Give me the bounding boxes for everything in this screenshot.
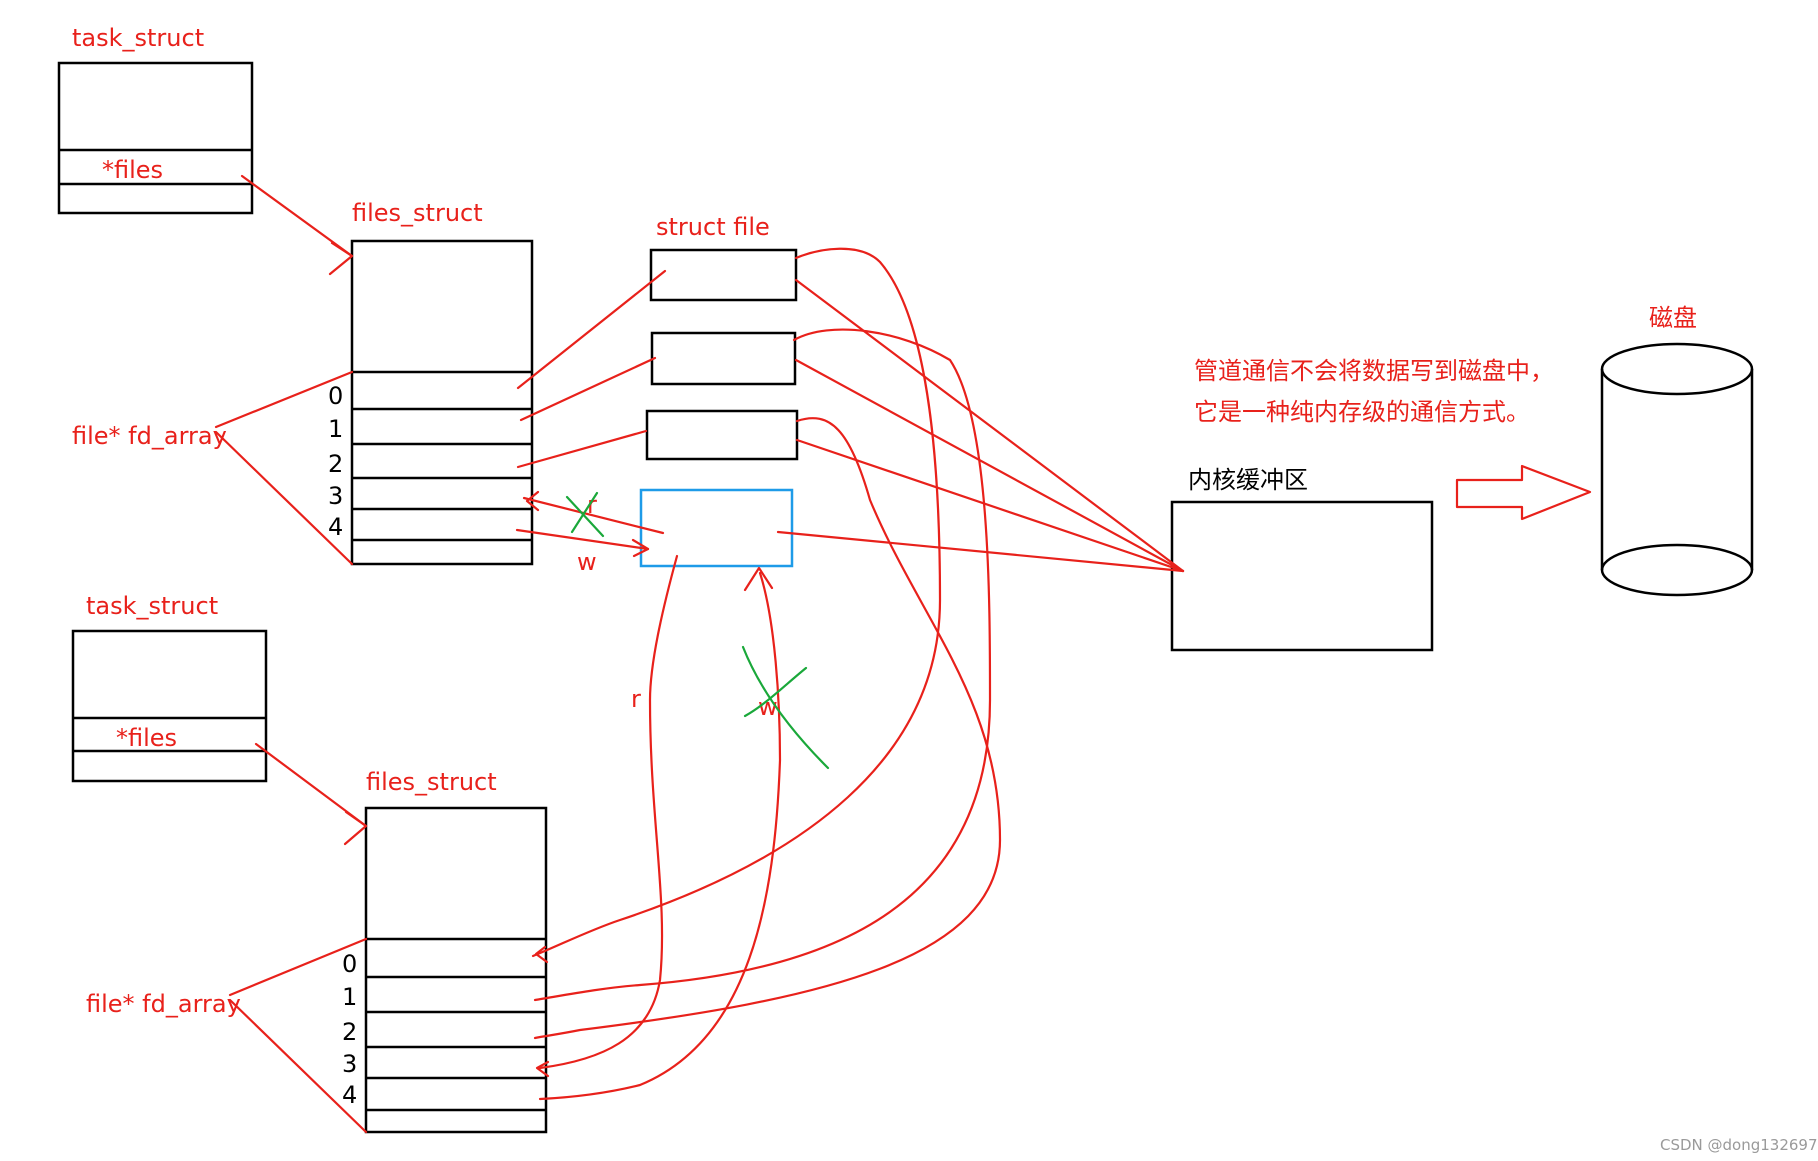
fd-index-b-3: 3 bbox=[342, 1050, 357, 1078]
connectors-process-b bbox=[228, 742, 368, 1134]
fd-index-b-4: 4 bbox=[342, 1081, 357, 1109]
files-pointer-label-b: *files bbox=[116, 724, 177, 752]
task-struct-box-b bbox=[71, 629, 268, 783]
struct-file-box-0 bbox=[649, 248, 798, 302]
connectors-process-a bbox=[214, 174, 667, 566]
files-struct-box-b bbox=[364, 806, 548, 1134]
files-pointer-label-a: *files bbox=[102, 156, 163, 184]
pipe-label-top-w: w bbox=[577, 548, 597, 576]
fd-index-a-0: 0 bbox=[328, 382, 343, 410]
file-to-buffer-lines bbox=[776, 278, 1185, 573]
fd-index-a-2: 2 bbox=[328, 450, 343, 478]
task-struct-label-b: task_struct bbox=[86, 592, 218, 620]
files-struct-box-a bbox=[350, 239, 534, 566]
disk-cylinder-icon bbox=[1600, 342, 1754, 597]
note-line-2: 它是一种纯内存级的通信方式。 bbox=[1194, 398, 1530, 426]
fd-array-label-a: file* fd_array bbox=[72, 422, 227, 450]
task-struct-box-a bbox=[57, 61, 254, 215]
struct-file-label: struct file bbox=[656, 213, 770, 241]
struct-file-box-2 bbox=[645, 409, 799, 461]
fd-index-b-1: 1 bbox=[342, 983, 357, 1011]
disk-label: 磁盘 bbox=[1649, 304, 1697, 332]
fd-index-a-4: 4 bbox=[328, 513, 343, 541]
watermark: CSDN @dong132697 bbox=[1660, 1136, 1818, 1154]
files-struct-label-b: files_struct bbox=[366, 768, 497, 796]
pipe-label-top-r: r bbox=[587, 491, 597, 519]
pipe-label-bottom-r: r bbox=[631, 685, 641, 713]
note-line-1: 管道通信不会将数据写到磁盘中， bbox=[1194, 357, 1554, 385]
kernel-buffer-label: 内核缓冲区 bbox=[1188, 466, 1308, 494]
to-disk-arrow bbox=[1455, 464, 1592, 521]
task-struct-label-a: task_struct bbox=[72, 24, 204, 52]
fd-index-a-1: 1 bbox=[328, 415, 343, 443]
kernel-buffer-box bbox=[1170, 500, 1434, 652]
shared-fd-curves bbox=[531, 247, 1002, 1101]
pipe-label-bottom-w: w bbox=[758, 693, 778, 721]
fd-index-b-2: 2 bbox=[342, 1018, 357, 1046]
fd-array-label-b: file* fd_array bbox=[86, 990, 241, 1018]
closed-read-end-cross-icon bbox=[565, 491, 605, 538]
struct-file-box-1 bbox=[650, 331, 797, 386]
fd-index-a-3: 3 bbox=[328, 482, 343, 510]
pipe-file-box bbox=[639, 488, 794, 568]
files-struct-label-a: files_struct bbox=[352, 199, 483, 227]
closed-write-end-cross-icon bbox=[741, 645, 830, 770]
fd-index-b-0: 0 bbox=[342, 950, 357, 978]
